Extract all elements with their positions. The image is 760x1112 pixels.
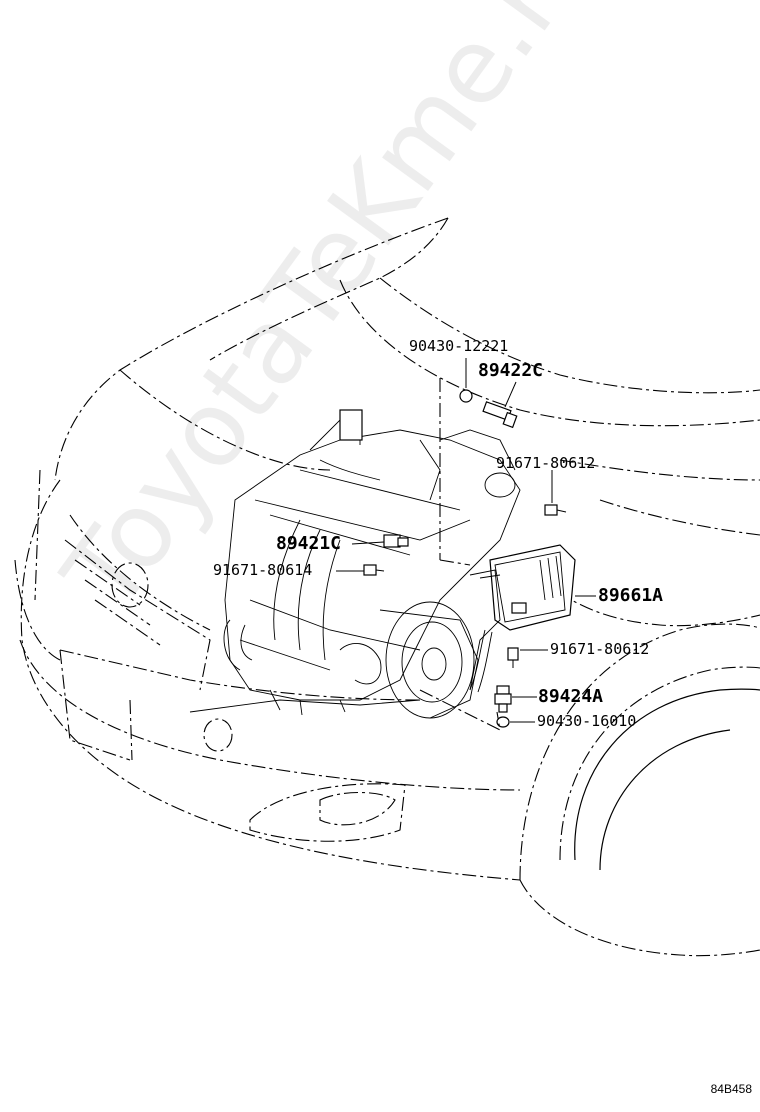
grille [69, 514, 211, 631]
sensor-89421C [383, 534, 409, 548]
wheel-arch [519, 623, 760, 881]
emblem [111, 562, 149, 608]
ecu-89661A [469, 544, 576, 693]
sensor-89424A [494, 685, 512, 713]
callout-89661A[interactable]: 89661A [598, 585, 664, 606]
callout-89422C[interactable]: 89422C [478, 360, 544, 381]
callout-89424A[interactable]: 89424A [538, 686, 604, 707]
engine-assembly [189, 409, 521, 719]
callout-91671-80614[interactable]: 91671-80614 [213, 561, 313, 579]
tire [574, 688, 760, 861]
figure-code: 84B458 [710, 1082, 752, 1096]
bolt-91671-80612-top [544, 504, 567, 516]
callout-91671-80612-top[interactable]: 91671-80612 [496, 454, 596, 472]
bolt-91671-80612-bottom [507, 647, 519, 668]
bolt-91671-80614 [363, 564, 385, 576]
callout-91671-80612-bottom[interactable]: 91671-80612 [550, 640, 650, 658]
callout-90430-12221[interactable]: 90430-12221 [409, 337, 509, 355]
bumper [20, 479, 521, 881]
washer-90430-16010 [496, 716, 510, 728]
sensor-89422C [482, 401, 518, 429]
hood-outline [54, 217, 449, 481]
callout-90430-16010[interactable]: 90430-16010 [537, 712, 637, 730]
washer-90430-12221 [459, 389, 473, 403]
callout-89421C[interactable]: 89421C [276, 533, 342, 554]
fog-lamp [249, 783, 406, 842]
